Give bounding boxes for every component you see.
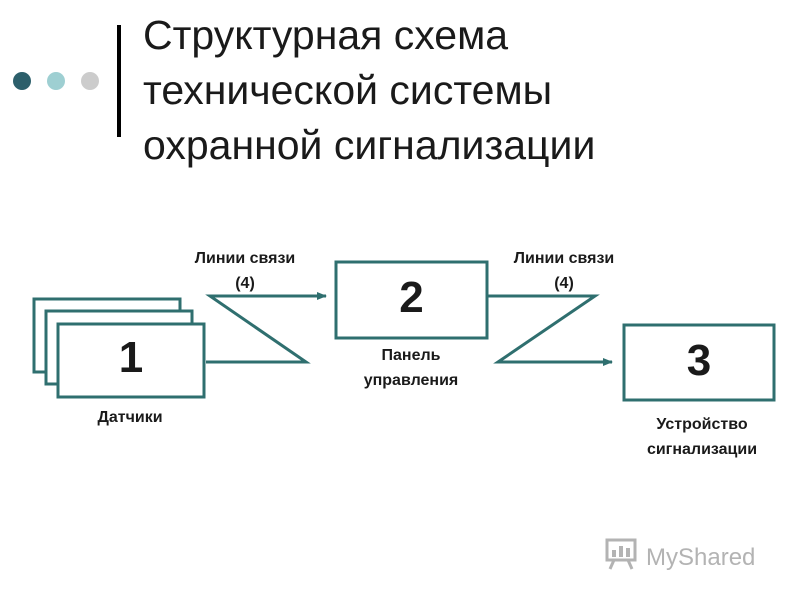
sensors-label: Датчики (97, 409, 163, 426)
link-label-1-line-1: Линии связи (194, 250, 296, 267)
watermark: MyShared (604, 537, 755, 578)
title-line-1: Структурная схема (143, 12, 509, 58)
control-panel-label-line-1: Панель (381, 347, 441, 364)
link-label-2-line-1: Линии связи (513, 250, 615, 267)
decor-dot-1 (13, 72, 31, 90)
box-number-2: 2 (399, 273, 424, 322)
box-number-1: 1 (118, 333, 144, 382)
watermark-text: MyShared (646, 543, 756, 571)
presentation-board-icon (604, 537, 640, 578)
alarm-device-label: Устройство сигнализации (622, 412, 782, 462)
control-panel-box (334, 260, 489, 340)
alarm-device-label-line-2: сигнализации (646, 441, 758, 458)
link-line-sensors-panel (205, 292, 327, 364)
title-line-3: охранной сигнализации (143, 122, 596, 168)
alarm-device-label-line-1: Устройство (656, 416, 748, 433)
control-panel-label: Панель управления (341, 343, 481, 393)
decor-dot-3 (81, 72, 99, 90)
link-line-panel-device (488, 294, 613, 366)
link-label-1-line-2: (4) (235, 275, 255, 292)
title-rule (117, 25, 121, 137)
link-label-1: Линии связи (4) (175, 246, 315, 296)
control-panel-label-line-2: управления (363, 372, 459, 389)
link-label-2-line-2: (4) (554, 275, 574, 292)
sensor-box-front (56, 322, 206, 399)
slide-title: Структурная схема технической системы ох… (143, 8, 783, 173)
decor-dot-2 (47, 72, 65, 90)
alarm-device-box (622, 323, 776, 402)
box-number-3: 3 (686, 336, 712, 385)
title-line-2: технической системы (143, 67, 553, 113)
link-label-2: Линии связи (4) (494, 246, 634, 296)
